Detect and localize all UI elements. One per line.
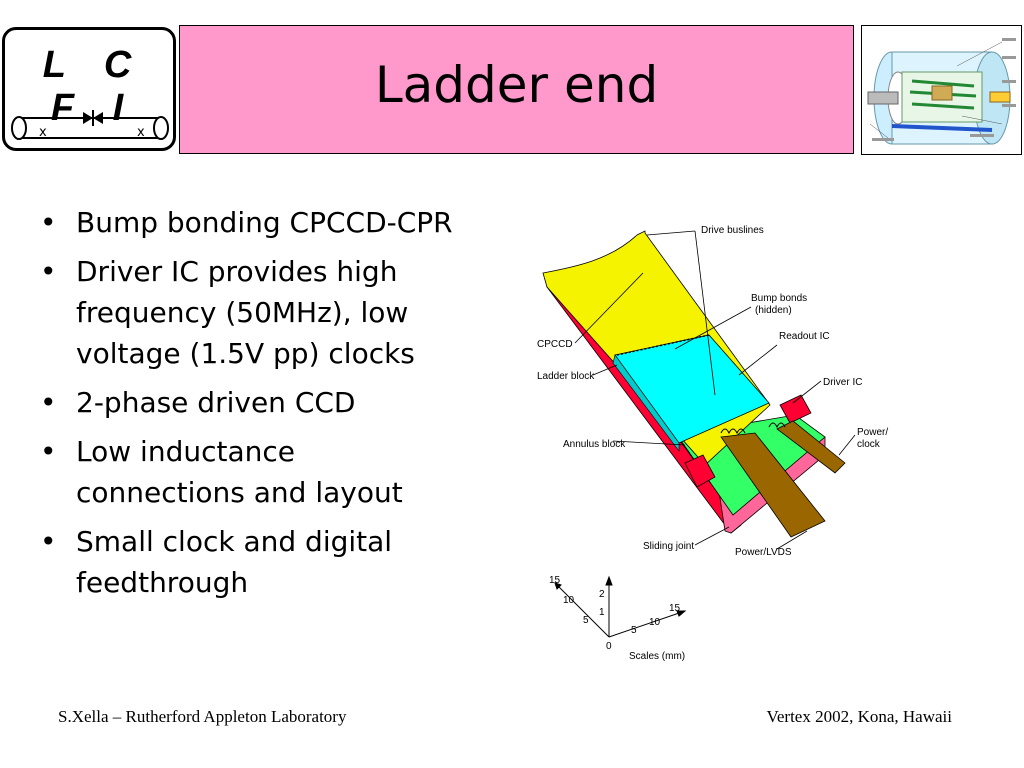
label-ladder-block: Ladder block — [537, 371, 595, 382]
scale-tick-left-5: 5 — [583, 615, 589, 626]
detector-thumbnail — [861, 25, 1022, 155]
scale-tick-origin: 0 — [606, 641, 612, 652]
label-power-lvds: Power/LVDS — [735, 547, 792, 558]
footer-author: S.Xella – Rutherford Appleton Laboratory — [58, 707, 347, 726]
scale-tick-right-5: 5 — [631, 625, 637, 636]
label-drive-buslines: Drive buslines — [701, 225, 764, 236]
bullet-dot: • — [40, 435, 57, 468]
leader-lines — [574, 230, 856, 550]
scale-tick-right-10: 10 — [649, 617, 661, 628]
bullet-item: • 2-phase driven CCD — [32, 382, 472, 423]
title-banner: Ladder end — [179, 25, 854, 154]
scale-tick-left-10: 10 — [563, 595, 575, 606]
label-power-clock-2: clock — [857, 439, 881, 450]
bullet-item: • Small clock and digital feedthrough — [32, 521, 472, 603]
scale-axes — [554, 575, 687, 638]
driver-ic-block-right — [779, 394, 812, 424]
scale-tick-up-2: 2 — [599, 589, 605, 600]
label-bump-bonds-hidden: (hidden) — [755, 305, 792, 316]
label-power-clock: Power/ — [857, 427, 888, 438]
bullet-item: • Bump bonding CPCCD-CPR — [32, 202, 472, 243]
bullet-dot: • — [40, 255, 57, 288]
label-readout-ic: Readout IC — [779, 331, 830, 342]
lcfi-logo: L C F I x x — [2, 27, 176, 151]
power-lvds-cable — [720, 432, 826, 538]
label-bump-bonds: Bump bonds — [751, 293, 807, 304]
bullet-list: • Bump bonding CPCCD-CPR • Driver IC provi… — [32, 202, 472, 611]
bullet-text: Low inductance connections and layout — [76, 435, 403, 509]
ladder-end-diagram: Drive buslines Bump bonds (hidden) Reado… — [537, 225, 888, 662]
detector-thumbnail-graphic — [867, 38, 1016, 145]
power-clock-cable — [776, 420, 846, 474]
bullet-dot: • — [40, 206, 57, 239]
bullet-item: • Driver IC provides high frequency (50MH… — [32, 251, 472, 374]
slide-title: Ladder end — [374, 56, 659, 114]
bullet-text: 2-phase driven CCD — [76, 386, 356, 419]
label-annulus-block: Annulus block — [563, 439, 626, 450]
bullet-dot: • — [40, 386, 57, 419]
bullet-text: Driver IC provides high frequency (50MHz… — [76, 255, 415, 370]
logo-text: L C F I — [42, 44, 146, 129]
driver-ic-block-left — [684, 454, 716, 488]
bullet-item: • Low inductance connections and layout — [32, 431, 472, 513]
logo-beamline-graphic: x x — [11, 110, 169, 140]
label-driver-ic: Driver IC — [823, 377, 862, 388]
footer-venue: Vertex 2002, Kona, Hawaii — [766, 707, 952, 726]
wire-bond-coils — [720, 422, 786, 435]
readout-ic-side — [612, 354, 680, 452]
label-cpccd: CPCCD — [537, 339, 573, 350]
bullet-text: Bump bonding CPCCD-CPR — [76, 206, 453, 239]
bullet-dot: • — [40, 525, 57, 558]
bullet-text: Small clock and digital feedthrough — [76, 525, 393, 599]
label-sliding-joint: Sliding joint — [643, 541, 694, 552]
svg-text:x: x — [39, 125, 47, 140]
scale-tick-right-15: 15 — [669, 603, 681, 614]
scale-tick-left-15: 15 — [549, 575, 561, 586]
label-scales: Scales (mm) — [629, 651, 685, 662]
scale-tick-up-1: 1 — [599, 607, 605, 618]
svg-text:x: x — [137, 125, 145, 140]
